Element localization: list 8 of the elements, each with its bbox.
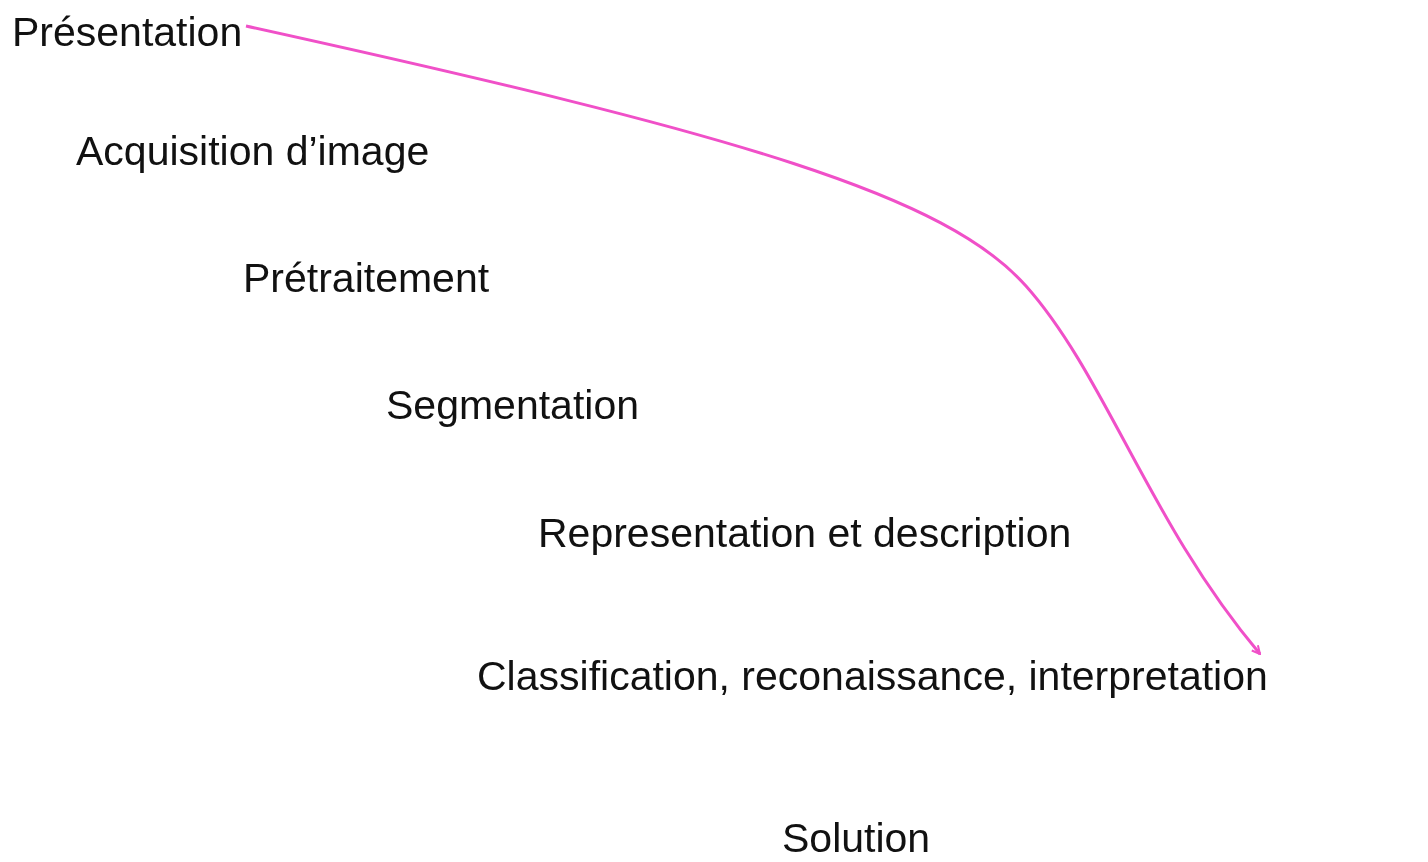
- stage-label: Representation et description: [538, 509, 1072, 557]
- stage-label: Acquisition d’image: [76, 127, 430, 175]
- curved-arrow: [245, 24, 1262, 655]
- stage-label: Classification, reconaissance, interpretation: [477, 652, 1268, 700]
- stage-label: Prétraitement: [243, 254, 490, 302]
- stage-label: Segmentation: [386, 381, 639, 429]
- stage-label: Solution: [782, 814, 931, 862]
- stage-label: Présentation: [12, 8, 243, 56]
